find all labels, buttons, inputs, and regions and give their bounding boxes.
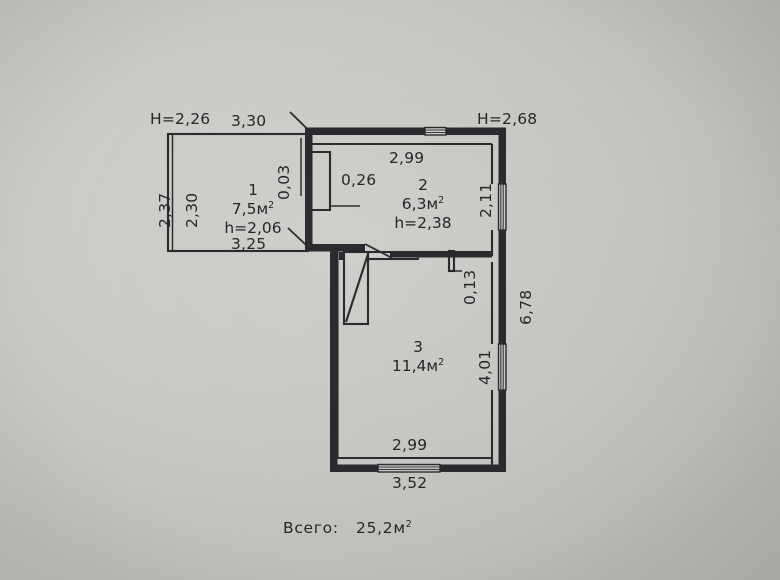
room-2-number: 2 bbox=[418, 176, 428, 194]
window-right-lower bbox=[497, 343, 507, 391]
dim-room2-top: 2,99 bbox=[389, 149, 425, 167]
ceiling-height-right: H=2,68 bbox=[477, 110, 538, 128]
right-block-outline bbox=[305, 126, 507, 473]
room-2-area: 6,3м2 bbox=[401, 194, 445, 214]
dim-niche-width: 0,26 bbox=[341, 171, 377, 189]
dim-jamb-small: 0,13 bbox=[461, 269, 479, 305]
dim-room1-bottom: 3,25 bbox=[231, 235, 267, 253]
room-label-3: 3 11,4м2 bbox=[368, 338, 468, 376]
room-1-height: h=2,06 bbox=[224, 218, 282, 237]
door-opening-room1-room2 bbox=[287, 111, 393, 259]
total-area-label: Всего: 25,2м2 bbox=[283, 519, 413, 538]
room-3-area: 11,4м2 bbox=[391, 356, 445, 376]
dim-room3-right: 4,01 bbox=[476, 349, 494, 385]
ceiling-height-left: H=2,26 bbox=[150, 110, 211, 128]
total-value: 25,2м bbox=[356, 519, 406, 538]
dim-right-overall: 6,78 bbox=[517, 289, 535, 325]
dim-room1-top: 3,30 bbox=[231, 112, 267, 130]
room-3-number: 3 bbox=[413, 338, 423, 356]
room-label-1: 1 7,5м2 h=2,06 bbox=[198, 181, 308, 238]
room-label-2: 2 6,3м2 h=2,38 bbox=[373, 176, 473, 233]
room-1-area: 7,5м2 bbox=[231, 199, 275, 219]
total-prefix: Всего: bbox=[283, 519, 339, 538]
dim-bottom-overall: 3,52 bbox=[392, 474, 428, 492]
door-swing-room3 bbox=[339, 250, 420, 326]
niche-between-rooms bbox=[300, 134, 360, 251]
partition-room2-room3 bbox=[305, 244, 492, 273]
window-top bbox=[424, 126, 447, 136]
dimension-leaders bbox=[167, 134, 308, 253]
room-1-number: 1 bbox=[248, 181, 258, 199]
dim-room1-left-outer: 2,37 bbox=[156, 192, 174, 228]
dim-room2-right: 2,11 bbox=[477, 182, 495, 218]
dim-room3-bottom-inner: 2,99 bbox=[392, 436, 428, 454]
window-right-upper bbox=[497, 183, 507, 231]
window-bottom bbox=[377, 463, 441, 473]
room-2-height: h=2,38 bbox=[394, 213, 452, 232]
